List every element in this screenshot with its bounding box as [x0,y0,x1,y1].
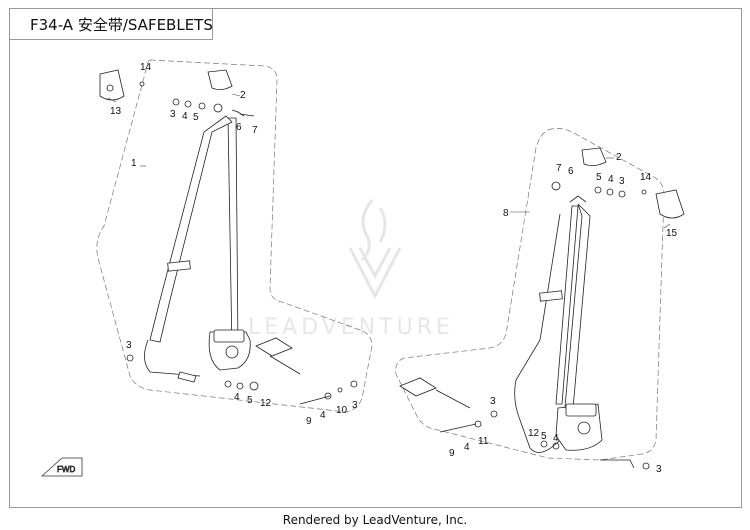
svg-text:FWD: FWD [57,465,75,474]
callout-3-right-b: 3 [490,396,496,407]
left-assembly-outline [96,59,373,413]
callout-3-left-c: 3 [352,400,358,411]
right-assembly-outline [395,128,665,461]
callout-12-left: 12 [260,398,272,409]
callout-4-left: 4 [182,111,188,122]
callout-3-left: 3 [170,109,176,120]
callout-2-right: 2 [616,152,622,163]
callout-5-left: 5 [193,112,199,123]
callout-12-right: 12 [528,428,540,439]
callout-11: 11 [478,436,489,447]
left-seatbelt-assembly [99,69,358,405]
callout-4-right-c: 4 [553,433,559,444]
callout-3-left-b: 3 [126,340,132,351]
callout-13: 13 [110,106,122,117]
drawing-frame [9,8,742,508]
callout-14-right: 14 [640,172,652,183]
callout-10: 10 [336,405,348,416]
watermark-text: LEADVENTURE [248,315,454,340]
callout-9-right: 9 [449,448,455,459]
callout-1: 1 [131,158,137,169]
callout-7-right: 7 [556,163,562,174]
right-seatbelt-assembly [399,147,685,470]
callout-4-right-b: 4 [464,442,470,453]
right-callouts: 2 7 6 5 4 3 14 8 15 3 9 4 11 12 5 4 3 [449,152,678,475]
callout-4-left-c: 4 [320,410,326,421]
callout-3-right-c: 3 [656,464,662,475]
fwd-arrow-icon: FWD [40,457,83,477]
watermark-logo [348,199,402,300]
left-callouts: 14 13 2 3 4 5 6 7 1 3 4 5 12 9 4 10 3 [110,62,358,427]
callout-8: 8 [503,208,509,219]
title-box [9,8,213,40]
callout-7-left: 7 [252,125,258,136]
callout-14-left: 14 [140,62,152,73]
callout-4-right: 4 [608,174,614,185]
callout-6-right: 6 [568,166,574,177]
leader-lines [107,93,671,229]
callout-9-left: 9 [306,416,312,427]
callout-5-left-b: 5 [247,395,253,406]
callout-3-right: 3 [619,176,625,187]
callout-2-left: 2 [240,90,246,101]
page-title: F34-A 安全带/SAFEBLETS [30,16,213,34]
callout-5-right-b: 5 [541,431,547,442]
callout-6-left: 6 [236,122,242,133]
footer-credit: Rendered by LeadVenture, Inc. [282,513,468,527]
callout-4-left-b: 4 [234,392,240,403]
callout-15: 15 [666,228,678,239]
callout-5-right: 5 [596,172,602,183]
